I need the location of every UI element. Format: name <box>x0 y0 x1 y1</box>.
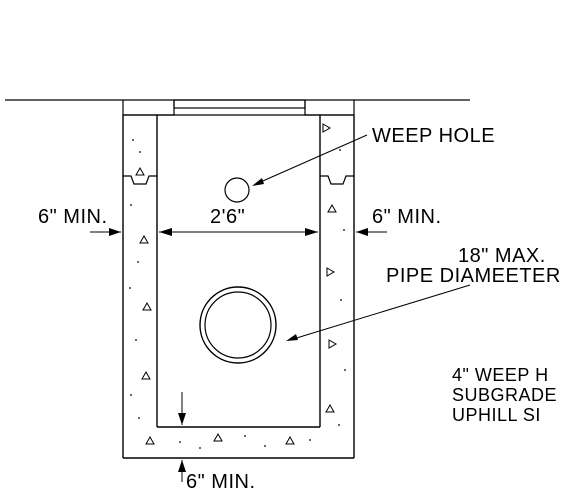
concrete-box <box>122 114 355 459</box>
right-min-label: 6" MIN. <box>372 206 442 228</box>
left-min-label: 6" MIN. <box>38 206 108 228</box>
note-line-2: SUBGRADE <box>452 385 557 405</box>
keyway-notches <box>123 175 354 185</box>
note-line-1: 4" WEEP H <box>452 365 549 385</box>
pipe-leader <box>286 284 471 341</box>
weep-hole-circle <box>224 177 250 203</box>
concrete-aggregate-hatch <box>129 123 346 449</box>
bottom-min-label: 6" MIN. <box>186 471 256 493</box>
pipe-diameter-label: PIPE DIAMEETER <box>386 265 561 287</box>
right-wall-dimension <box>356 228 387 236</box>
inner-width-dimension <box>159 228 318 236</box>
left-wall-dimension <box>90 228 121 236</box>
weep-hole-leader <box>252 134 368 186</box>
max-diameter-label: 18" MAX. <box>458 245 546 267</box>
grate-frame <box>122 99 355 116</box>
weep-hole-label: WEEP HOLE <box>372 125 495 147</box>
inner-width-label: 2'6" <box>210 206 245 228</box>
note-line-3: UPHILL SI <box>452 405 541 425</box>
pipe-opening <box>199 286 277 364</box>
bottom-slab-dimension <box>178 392 186 482</box>
